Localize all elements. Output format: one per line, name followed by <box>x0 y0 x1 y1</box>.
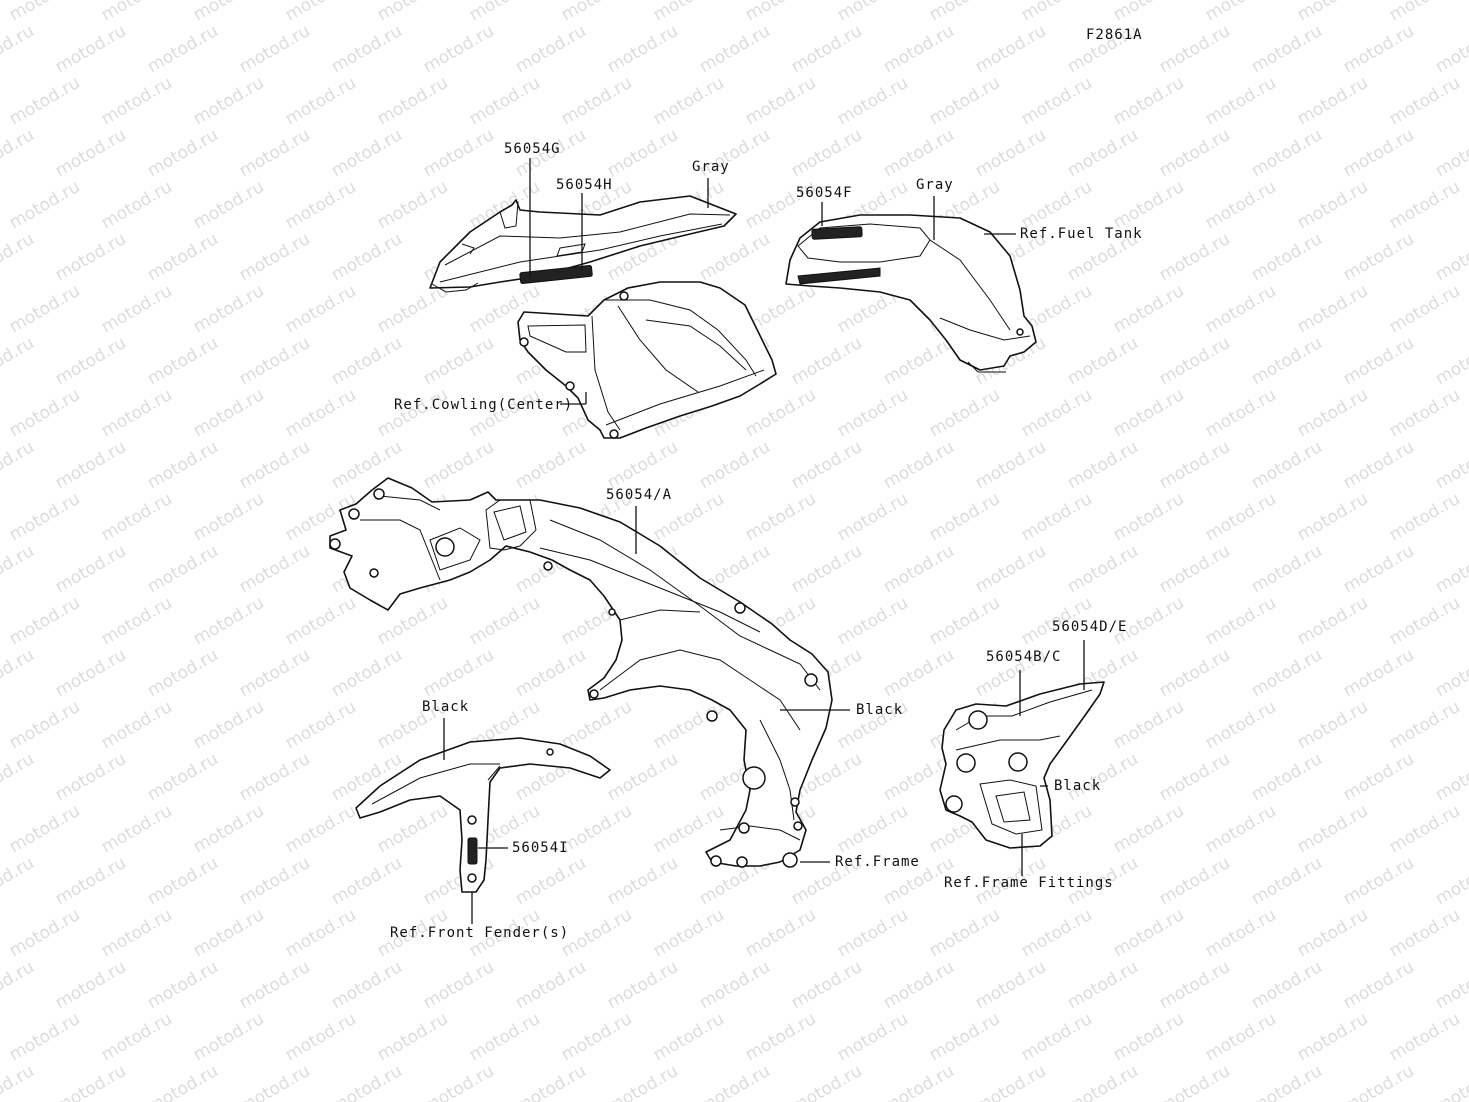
label-gray-tank: Gray <box>916 177 954 193</box>
main-frame <box>329 477 833 868</box>
label-56054a: 56054/A <box>606 487 673 503</box>
label-gray-cowl: Gray <box>692 159 730 175</box>
decal-56054i <box>467 837 478 865</box>
label-ref-cowling-center: Ref.Cowling(Center) <box>394 397 574 413</box>
diagram-id: F2861A <box>1086 27 1143 43</box>
label-black-fittings: Black <box>1054 778 1102 794</box>
upper-cowling <box>429 195 737 293</box>
label-black-frame: Black <box>856 702 904 718</box>
label-ref-fuel-tank: Ref.Fuel Tank <box>1020 226 1143 242</box>
label-56054i: 56054I <box>512 840 569 856</box>
label-ref-frame-fittings: Ref.Frame Fittings <box>944 875 1114 891</box>
label-56054bc: 56054B/C <box>986 649 1062 665</box>
decal-56054h <box>519 264 593 285</box>
front-fender <box>355 737 611 893</box>
label-ref-frame: Ref.Frame <box>835 854 920 870</box>
label-black-fender: Black <box>422 699 470 715</box>
label-56054h: 56054H <box>556 177 613 193</box>
label-56054de: 56054D/E <box>1052 619 1128 635</box>
frame-fittings <box>939 681 1105 849</box>
label-ref-front-fender: Ref.Front Fender(s) <box>390 925 570 941</box>
label-56054f: 56054F <box>796 185 853 201</box>
leader-lines <box>443 158 1085 924</box>
kawasaki-emblem <box>811 226 863 240</box>
fuel-tank <box>785 214 1037 373</box>
label-56054g: 56054G <box>504 141 561 157</box>
center-cowling <box>517 281 777 439</box>
